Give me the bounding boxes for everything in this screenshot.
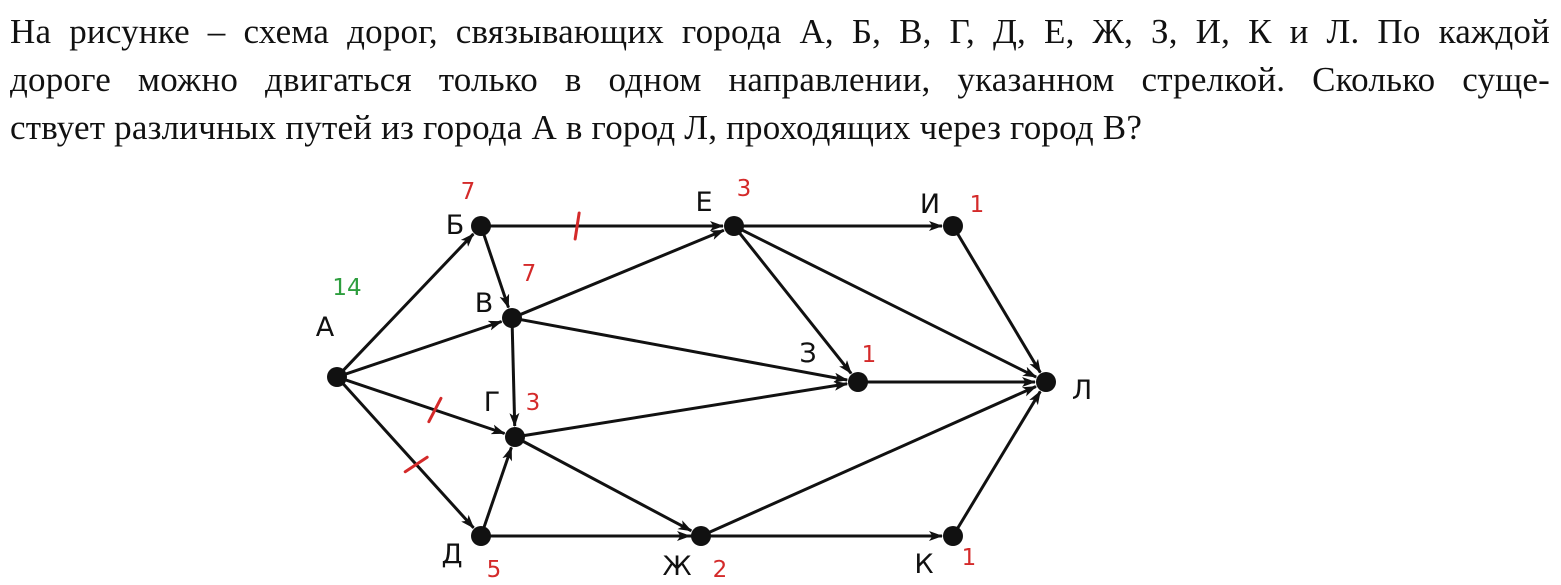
cross-mark-b-e	[573, 211, 581, 241]
cross-mark-a-d	[403, 455, 429, 474]
nodes	[327, 216, 1056, 546]
node-v	[502, 308, 522, 328]
path-count-v: 7	[522, 261, 537, 287]
node-label-e: Е	[695, 187, 712, 218]
edge-v-g	[509, 325, 520, 428]
problem-statement: На рисунке – схема дорог, связывающих го…	[10, 8, 1550, 152]
node-label-i: И	[920, 189, 940, 220]
edge-e-z	[737, 231, 853, 375]
node-label-l: Л	[1072, 375, 1092, 406]
node-k	[943, 526, 963, 546]
node-label-a: А	[316, 312, 335, 343]
path-count-d: 5	[487, 557, 502, 583]
node-label-zh: Ж	[662, 551, 691, 582]
cross-mark-a-g	[427, 396, 443, 424]
problem-line: На рисунке – схема дорог, связывающих го…	[10, 12, 1550, 51]
path-counts: 14 7 7 3 5 3 2 1 1 1	[332, 176, 984, 583]
edge-zh-l	[707, 385, 1037, 535]
node-b	[471, 216, 491, 236]
path-count-i: 1	[970, 192, 985, 218]
path-count-k: 1	[962, 545, 977, 571]
path-count-a: 14	[332, 275, 361, 301]
path-count-g: 3	[526, 390, 541, 416]
problem-line: дороге можно двигаться только в одном на…	[10, 60, 1550, 99]
edge-i-l	[955, 232, 1042, 374]
node-label-k: К	[914, 549, 933, 580]
edge-d-g	[482, 446, 513, 529]
node-g	[505, 427, 525, 447]
edge-a-d	[341, 381, 475, 529]
node-e	[724, 216, 744, 236]
node-i	[943, 216, 963, 236]
node-label-d: Д	[441, 539, 462, 570]
cross-marks	[403, 211, 581, 474]
node-labels: А Б В Г Д Е Ж З И К Л	[316, 187, 1092, 582]
edge-v-z	[519, 317, 849, 383]
node-label-g: Г	[484, 387, 500, 418]
path-count-z: 1	[862, 342, 877, 368]
node-z	[848, 372, 868, 392]
edge-g-z	[522, 380, 849, 438]
node-l	[1036, 372, 1056, 392]
path-count-b: 7	[461, 179, 476, 205]
edge-k-l	[955, 390, 1042, 530]
node-d	[471, 526, 491, 546]
path-count-e: 3	[737, 176, 752, 202]
edge-g-zh	[521, 439, 693, 533]
edge-a-b	[341, 232, 475, 373]
node-label-v: В	[475, 288, 494, 319]
edge-e-l	[740, 228, 1038, 379]
path-count-zh: 2	[713, 557, 728, 583]
edge-a-g	[344, 378, 506, 435]
node-label-b: Б	[446, 210, 465, 241]
edge-a-v	[344, 320, 503, 376]
edges	[341, 221, 1042, 541]
node-zh	[691, 526, 711, 546]
edge-v-e	[518, 228, 725, 317]
problem-line: ствует различных путей из города А в гор…	[10, 108, 1143, 147]
node-label-z: З	[799, 338, 816, 369]
node-a	[327, 367, 347, 387]
edge-b-v	[482, 233, 510, 309]
